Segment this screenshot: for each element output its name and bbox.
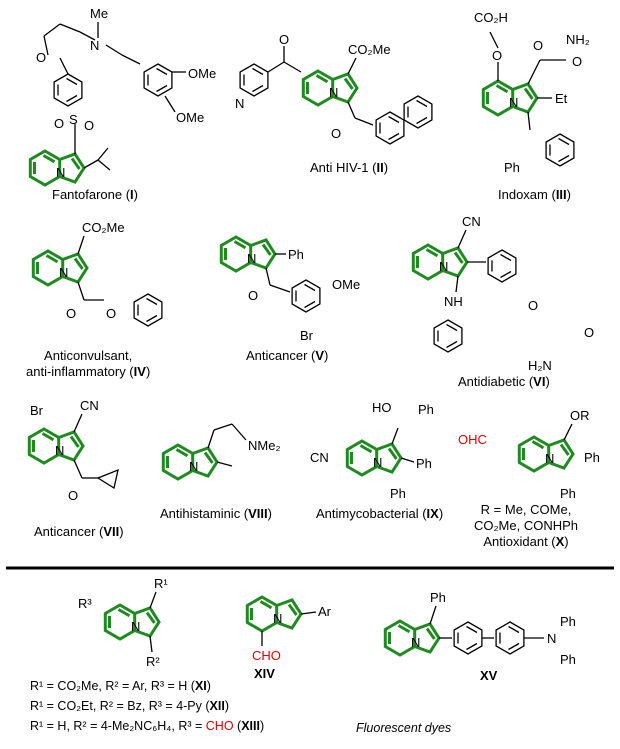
svg-text:NH: NH	[444, 294, 463, 309]
svg-text:O: O	[584, 325, 594, 340]
svg-text:Ph: Ph	[560, 486, 576, 501]
svg-text:Ph: Ph	[560, 614, 576, 629]
svg-text:O: O	[572, 54, 582, 69]
structure-X: N OHC OR Ph Ph	[458, 408, 600, 501]
svg-text:CO₂Me: CO₂Me	[348, 42, 391, 57]
structure-IV: N CO₂Me O O	[31, 220, 163, 327]
label-XIV: XIV	[254, 666, 275, 681]
svg-text:O: O	[248, 288, 258, 303]
svg-text:CN: CN	[80, 398, 99, 413]
svg-text:N: N	[59, 265, 68, 280]
svg-text:Ph: Ph	[430, 590, 446, 605]
svg-text:O: O	[106, 306, 116, 321]
structure-IX: N CN HO Ph Ph Ph	[310, 400, 434, 501]
svg-text:Ar: Ar	[318, 604, 332, 619]
structure-VIII: N NMe₂	[161, 423, 281, 481]
svg-text:HO: HO	[372, 400, 392, 415]
svg-text:N: N	[373, 455, 382, 470]
svg-text:CN: CN	[310, 450, 329, 465]
definition-XIII: R¹ = H, R² = 4-Me₂NC₆H₄, R³ = CHO (XIII)	[30, 719, 265, 733]
caption-IV: Anticonvulsant, anti-inflammatory (IV)	[26, 348, 151, 379]
svg-text:N: N	[547, 631, 556, 646]
svg-text:OHC: OHC	[458, 432, 487, 447]
svg-text:Ph: Ph	[418, 402, 434, 417]
svg-text:O: O	[533, 38, 543, 53]
svg-text:R²: R²	[146, 654, 160, 669]
structure-XIV: N Ar CHO	[245, 595, 332, 663]
svg-text:OMe: OMe	[188, 66, 216, 81]
svg-text:R³: R³	[78, 596, 92, 611]
structure-I: N S O O O N Me OMe OMe	[28, 6, 216, 187]
svg-text:O: O	[84, 118, 94, 133]
caption-V: Anticancer (V)	[246, 348, 329, 363]
caption-I: Fantofarone (I)	[52, 187, 139, 202]
svg-text:N: N	[439, 259, 448, 274]
caption-VI: Antidiabetic (VI)	[458, 374, 550, 389]
svg-text:R¹: R¹	[154, 576, 168, 591]
svg-text:O: O	[279, 32, 289, 47]
svg-text:N: N	[545, 451, 554, 466]
svg-text:O: O	[66, 306, 76, 321]
svg-text:Br: Br	[30, 403, 44, 418]
svg-text:N: N	[90, 38, 99, 53]
svg-text:N: N	[509, 95, 518, 110]
svg-text:Ph: Ph	[416, 456, 432, 471]
caption-VII: Anticancer (VII)	[34, 524, 124, 539]
svg-text:Ph: Ph	[288, 247, 304, 262]
structure-III: N O CO₂H O O NH₂ Et Ph	[474, 10, 590, 175]
svg-text:NMe₂: NMe₂	[248, 438, 281, 453]
caption-X: R = Me, COMe, CO₂Me, CONHPh Antioxidant …	[474, 502, 579, 549]
svg-text:N: N	[131, 619, 140, 634]
caption-VIII: Antihistaminic (VIII)	[160, 506, 272, 521]
svg-text:CO₂H: CO₂H	[474, 10, 508, 25]
label-XV: XV	[480, 668, 498, 683]
svg-text:N: N	[247, 251, 256, 266]
structure-V: N Ph O OMe Br	[219, 235, 360, 343]
svg-text:N: N	[273, 611, 282, 626]
svg-text:Et: Et	[555, 91, 568, 106]
structure-VII: N Br CN O	[27, 398, 119, 503]
svg-text:O: O	[492, 48, 502, 63]
svg-text:N: N	[55, 443, 64, 458]
structure-XI-XIII: N R³ R¹ R²	[78, 576, 168, 669]
svg-text:N: N	[235, 96, 244, 111]
svg-text:H₂N: H₂N	[528, 358, 552, 373]
svg-text:Me: Me	[90, 6, 108, 21]
svg-text:O: O	[331, 126, 341, 141]
svg-text:Ph: Ph	[584, 450, 600, 465]
svg-text:OMe: OMe	[332, 277, 360, 292]
svg-text:N: N	[189, 459, 198, 474]
svg-text:O: O	[68, 488, 78, 503]
structure-VI: N CN O NH O H₂N	[411, 214, 594, 373]
svg-text:CO₂Me: CO₂Me	[82, 220, 125, 235]
svg-text:S: S	[69, 112, 78, 127]
svg-text:OR: OR	[570, 408, 590, 423]
svg-text:Ph: Ph	[390, 486, 406, 501]
atom-N: N	[56, 165, 65, 180]
svg-text:CHO: CHO	[252, 648, 281, 663]
svg-text:NH₂: NH₂	[566, 32, 590, 47]
svg-text:Ph: Ph	[504, 160, 520, 175]
structure-II: N N O CO₂Me O	[235, 32, 433, 145]
definition-XII: R¹ = CO₂Et, R² = Bz, R³ = 4-Py (XII)	[30, 699, 230, 713]
structure-XV: N Ph N Ph Ph	[383, 590, 576, 667]
footer-fluorescent-dyes: Fluorescent dyes	[356, 721, 452, 735]
caption-III: Indoxam (III)	[498, 187, 571, 202]
svg-text:Ph: Ph	[560, 652, 576, 667]
svg-text:O: O	[54, 116, 64, 131]
svg-text:N: N	[329, 85, 338, 100]
caption-IX: Antimycobacterial (IX)	[316, 506, 444, 521]
svg-text:O: O	[528, 298, 538, 313]
svg-text:N: N	[411, 635, 420, 650]
svg-text:O: O	[36, 50, 46, 65]
definition-XI: R¹ = CO₂Me, R² = Ar, R³ = H (XI)	[30, 679, 211, 693]
caption-II: Anti HIV-1 (II)	[310, 160, 389, 175]
svg-text:Br: Br	[300, 328, 314, 343]
svg-text:CN: CN	[462, 214, 481, 229]
svg-text:OMe: OMe	[176, 110, 204, 125]
